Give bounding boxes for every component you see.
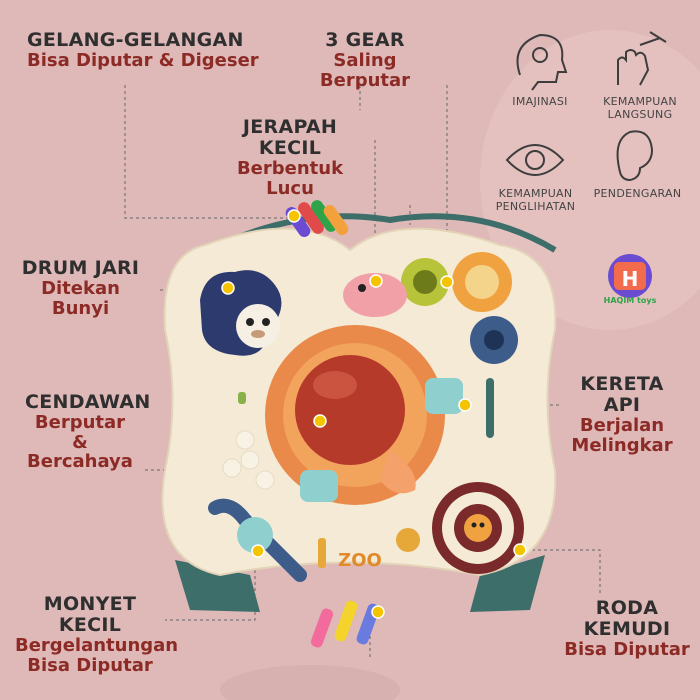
bracelet-subtitle: Bisa Diputar & Digeser: [27, 49, 259, 71]
train-subtitle-line2: Melingkar: [571, 434, 673, 456]
mushroom-subtitle-line2: Bercahaya: [27, 451, 133, 473]
monkey-title: MONYET KECIL: [43, 593, 137, 636]
monkey-subtitle-line2: Bisa Diputar: [27, 654, 153, 676]
train-title: KERETA API: [580, 373, 664, 416]
gears-label: 3 GEAR Saling Berputar: [295, 30, 435, 90]
bottom-rattles: [310, 600, 380, 648]
zoo-text: ZOO: [338, 550, 382, 571]
baby-face-background: [480, 30, 700, 330]
giraffe-title: JERAPAH KECIL: [242, 116, 338, 159]
gears-subtitle: Saling Berputar: [319, 49, 411, 91]
indicator-light: [238, 392, 246, 404]
skill-kemampuan-penglihatan-line2: PENGLIHATAN: [495, 199, 576, 213]
drum-title: DRUM JARI: [21, 257, 140, 279]
drum-subtitle: Ditekan Bunyi: [41, 277, 120, 319]
giraffe-subtitle: Berbentuk Lucu: [236, 157, 344, 199]
svg-text:H: H: [622, 267, 639, 291]
skill-kemampuan-penglihatan-label: KEMAMPUAN PENGLIHATAN: [483, 187, 588, 213]
skill-pendengaran-label: PENDENGARAN: [593, 187, 682, 200]
ear-icon: [616, 130, 654, 182]
brand-logo: H HAQIM toys: [604, 254, 657, 305]
mushroom-label: CENDAWAN Berputar & Bercahaya: [25, 391, 151, 473]
skill-kemampuan-penglihatan-line1: KEMAMPUAN: [498, 187, 573, 200]
train-label: KERETA API Berjalan Melingkar: [562, 374, 682, 455]
mushroom-subtitle-line1: Berputar &: [34, 411, 126, 453]
skill-kemampuan-langsung-line1: KEMAMPUAN: [603, 95, 677, 108]
skill-imajinasi-label: IMAJINASI: [512, 95, 568, 108]
eye-icon: [505, 144, 565, 176]
toy-legs: [175, 213, 557, 612]
train-handle: [486, 378, 494, 438]
bracelet-title: GELANG-GELANGAN: [27, 29, 244, 51]
monkey-bar: [208, 498, 307, 582]
zoo-sign: [318, 528, 420, 568]
finger-drum: [200, 270, 282, 356]
shadow: [220, 665, 400, 700]
touch-hand-icon: [617, 31, 667, 86]
brain-head-icon: [516, 33, 568, 91]
skill-kemampuan-langsung-line2: LANGSUNG: [607, 107, 673, 121]
mushroom-title: CENDAWAN: [25, 391, 151, 413]
wheel-title: RODA KEMUDI: [583, 597, 671, 640]
light-buttons: [222, 430, 275, 490]
skill-icons: [505, 31, 667, 182]
svg-text:HAQIM toys: HAQIM toys: [604, 296, 657, 305]
feature-markers: [221, 209, 527, 619]
monkey-label: MONYET KECIL Bergelantungan Bisa Diputar: [15, 593, 179, 676]
giraffe-label: JERAPAH KECIL Berbentuk Lucu: [210, 117, 370, 198]
gears-title: 3 GEAR: [325, 29, 405, 51]
skill-kemampuan-langsung-label: KEMAMPUAN LANGSUNG: [585, 95, 695, 121]
mushroom-dome: [265, 325, 463, 505]
giraffe: [343, 273, 407, 317]
steering-wheel: [432, 482, 524, 574]
drum-label: DRUM JARI Ditekan Bunyi: [18, 258, 143, 318]
wheel-label: RODA KEMUDI Bisa Diputar: [562, 598, 692, 660]
wheel-subtitle: Bisa Diputar: [564, 638, 690, 660]
monkey-subtitle-line1: Bergelantungan: [15, 634, 179, 656]
gears: [401, 252, 518, 364]
train-subtitle-line1: Berjalan: [579, 414, 665, 436]
bracelet-label: GELANG-GELANGAN Bisa Diputar & Digeser: [27, 30, 259, 71]
